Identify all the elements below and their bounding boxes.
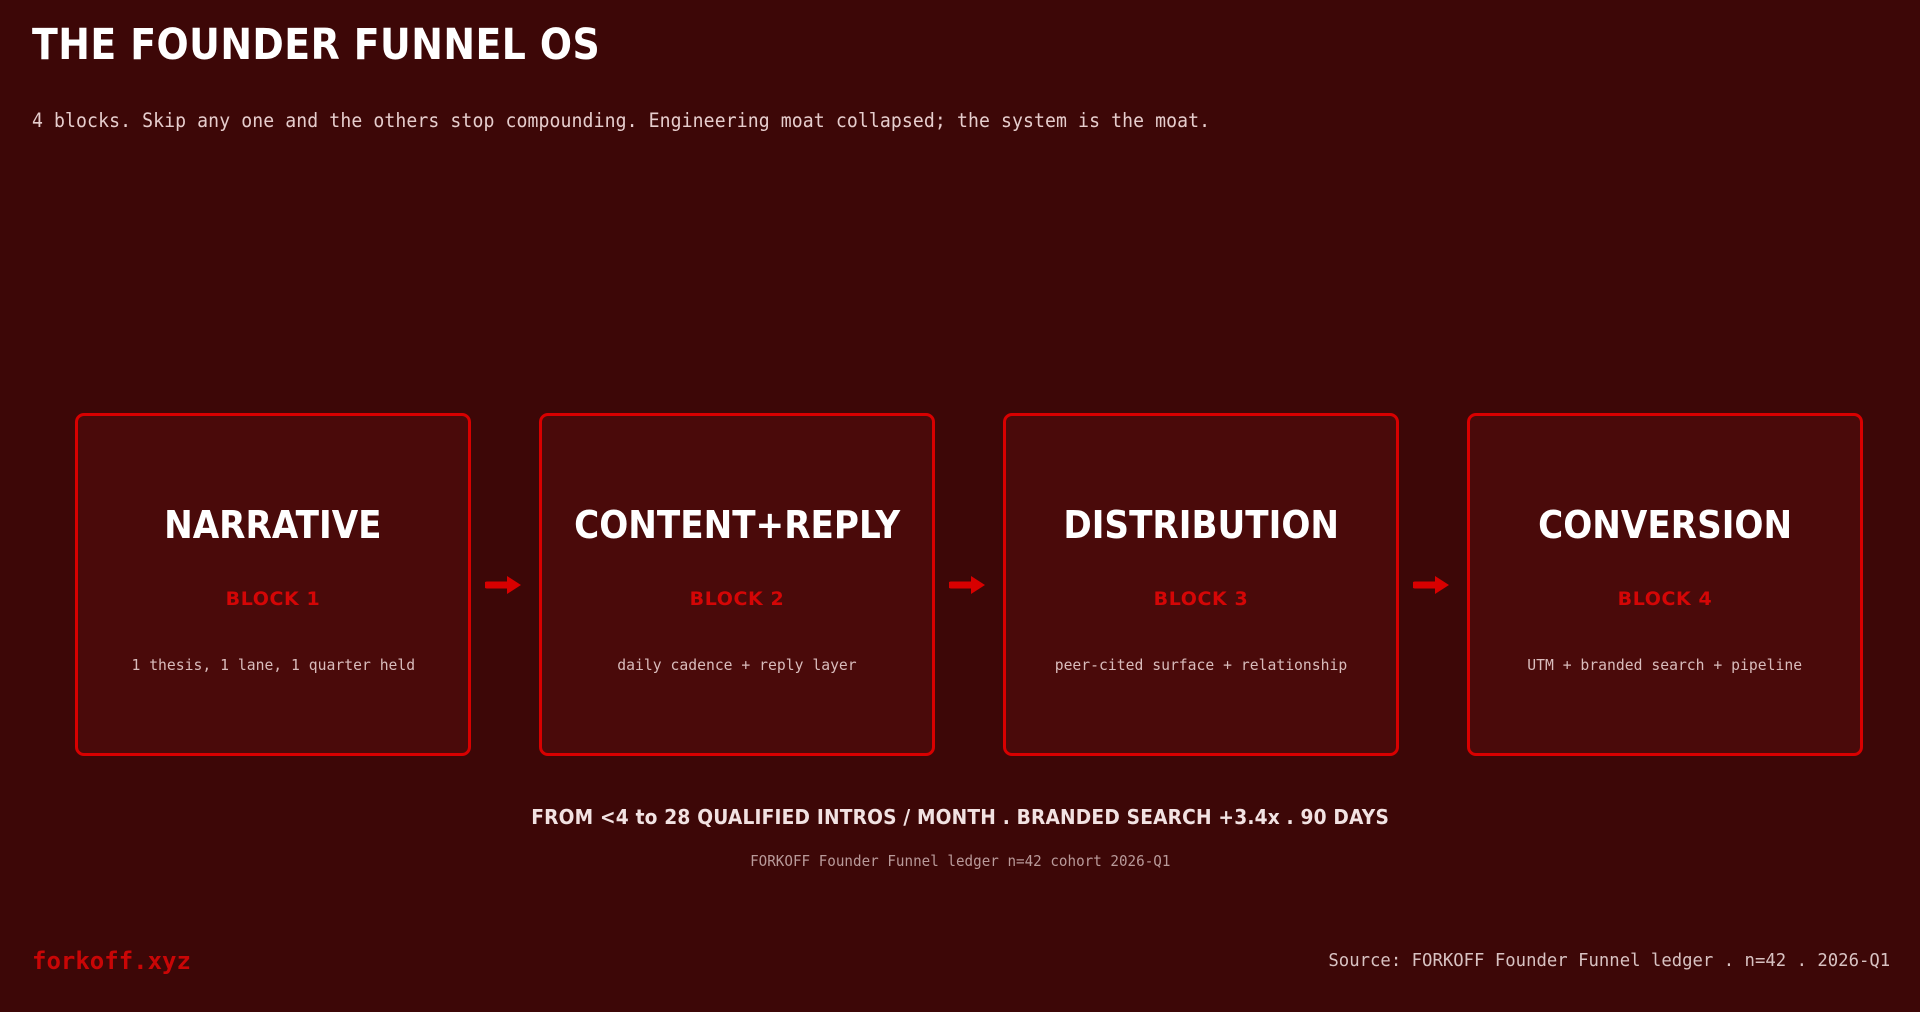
block-title-text: NARRATIVE [164,503,382,547]
headline-stat-line: FROM <4 to 28 QUALIFIED INTROS / MONTH .… [0,805,1920,829]
block-title: CONTENT+REPLY [542,506,932,544]
block-title-text: CONTENT+REPLY [573,503,901,547]
block-description: 1 thesis, 1 lane, 1 quarter held [78,656,468,674]
block-tag: BLOCK 2 [689,588,785,610]
funnel-block-card-4[interactable]: CONVERSION BLOCK 4 UTM + branded search … [1467,413,1863,756]
headline-stat-text: FROM <4 to 28 QUALIFIED INTROS / MONTH .… [531,805,1389,829]
brand-logo[interactable]: forkoff.xyz [32,947,191,975]
funnel-block-card-1[interactable]: NARRATIVE BLOCK 1 1 thesis, 1 lane, 1 qu… [75,413,471,756]
page-subtitle: 4 blocks. Skip any one and the others st… [32,109,1211,132]
page-header: THE FOUNDER FUNNEL OS 4 blocks. Skip any… [32,20,1732,133]
block-description-text: 1 thesis, 1 lane, 1 quarter held [131,656,415,674]
arrow-right-icon [471,413,539,756]
block-tag: BLOCK 4 [1617,588,1713,610]
block-description: peer-cited surface + relationship [1006,656,1396,674]
block-title: DISTRIBUTION [1006,506,1396,544]
block-title-text: DISTRIBUTION [1063,503,1339,547]
block-title: NARRATIVE [78,506,468,544]
arrow-right-icon [1399,413,1467,756]
arrow-right-icon [935,413,1003,756]
block-title-text: CONVERSION [1537,503,1793,547]
funnel-block-card-2[interactable]: CONTENT+REPLY BLOCK 2 daily cadence + re… [539,413,935,756]
block-description-text: daily cadence + reply layer [617,656,857,674]
block-description: UTM + branded search + pipeline [1470,656,1860,674]
block-description: daily cadence + reply layer [542,656,932,674]
page-title: THE FOUNDER FUNNEL OS [32,20,601,70]
stat-source-note-text: FORKOFF Founder Funnel ledger n=42 cohor… [749,852,1171,870]
block-tag: BLOCK 1 [225,588,321,610]
funnel-block-card-3[interactable]: DISTRIBUTION BLOCK 3 peer-cited surface … [1003,413,1399,756]
stat-source-note: FORKOFF Founder Funnel ledger n=42 cohor… [0,852,1920,870]
funnel-block-row: NARRATIVE BLOCK 1 1 thesis, 1 lane, 1 qu… [75,413,1865,756]
source-attribution: Source: FORKOFF Founder Funnel ledger . … [1328,950,1890,971]
block-tag: BLOCK 3 [1153,588,1249,610]
block-description-text: peer-cited surface + relationship [1054,656,1348,674]
block-title: CONVERSION [1470,506,1860,544]
block-description-text: UTM + branded search + pipeline [1527,656,1803,674]
